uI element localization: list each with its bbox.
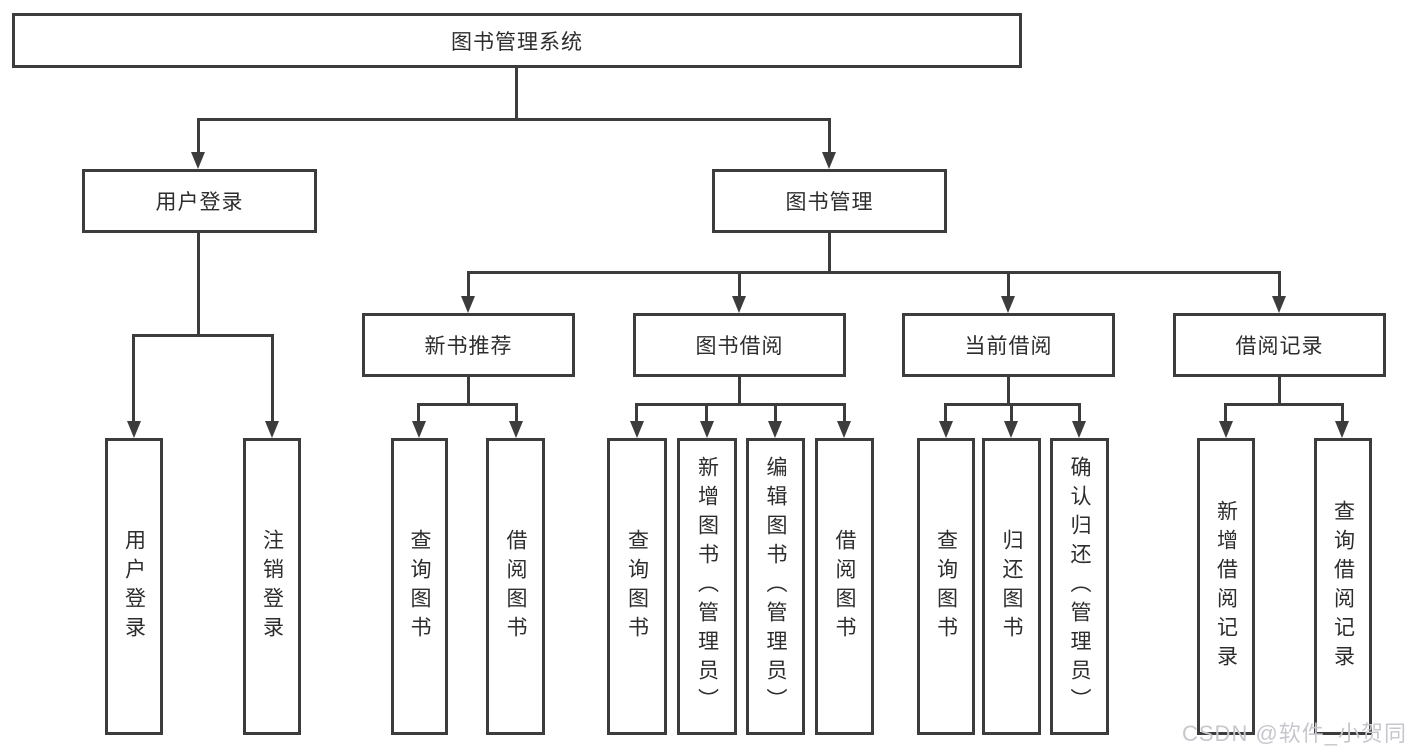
node-leaf-user-login: 用户登录: [105, 438, 163, 735]
connector-line: [944, 406, 947, 421]
arrow-down-icon: [700, 421, 714, 438]
arrow-down-icon: [127, 421, 141, 438]
arrow-down-icon: [1004, 421, 1018, 438]
arrow-down-icon: [630, 421, 644, 438]
connector-line: [705, 406, 708, 421]
node-leaf-edit-book-admin: 编辑图书（管理员）: [746, 438, 805, 735]
node-leaf-query-book-borrow: 查询图书: [607, 438, 667, 735]
node-label: 新增借阅记录: [1214, 499, 1238, 674]
connector-line: [635, 403, 846, 406]
connector-line: [738, 377, 741, 405]
node-leaf-query-borrow-record: 查询借阅记录: [1314, 438, 1372, 735]
arrow-down-icon: [1335, 421, 1349, 438]
node-label: 确认归还（管理员）: [1068, 456, 1091, 717]
arrow-down-icon: [461, 296, 475, 313]
node-label: 注销登录: [260, 528, 284, 645]
connector-line: [197, 233, 200, 337]
connector-line: [1224, 406, 1227, 421]
connector-line: [271, 337, 274, 421]
connector-line: [828, 233, 831, 271]
node-label: 编辑图书（管理员）: [764, 456, 787, 717]
connector-line: [197, 121, 200, 152]
arrow-down-icon: [509, 421, 523, 438]
arrow-down-icon: [822, 152, 836, 169]
connector-line: [132, 334, 274, 337]
node-leaf-return-book: 归还图书: [982, 438, 1041, 735]
node-label: 查询借阅记录: [1331, 499, 1355, 674]
connector-line: [774, 406, 777, 421]
connector-line: [1078, 406, 1081, 421]
node-book-management: 图书管理: [712, 169, 947, 233]
arrow-down-icon: [939, 421, 953, 438]
node-root: 图书管理系统: [12, 13, 1022, 68]
connector-line: [515, 68, 518, 121]
node-label: 用户登录: [122, 528, 146, 645]
node-current-borrow: 当前借阅: [902, 313, 1115, 377]
node-new-book-recommend: 新书推荐: [362, 313, 575, 377]
connector-line: [515, 406, 518, 421]
node-leaf-confirm-return-admin: 确认归还（管理员）: [1050, 438, 1109, 735]
connector-line: [1278, 274, 1281, 296]
arrow-down-icon: [768, 421, 782, 438]
node-label: 查询图书: [408, 528, 431, 645]
node-leaf-query-book-current: 查询图书: [917, 438, 975, 735]
arrow-down-icon: [265, 421, 279, 438]
connector-line: [1007, 274, 1010, 296]
node-leaf-add-book-admin: 新增图书（管理员）: [677, 438, 737, 735]
node-label: 查询图书: [934, 528, 958, 645]
connector-line: [467, 377, 470, 405]
connector-line: [467, 271, 1281, 274]
node-label: 借阅图书: [833, 528, 856, 645]
node-leaf-borrow-book-recommend: 借阅图书: [486, 438, 545, 735]
arrow-down-icon: [1219, 421, 1233, 438]
node-label: 新增图书（管理员）: [695, 456, 719, 717]
node-leaf-query-book-recommend: 查询图书: [391, 438, 448, 735]
connector-line: [132, 337, 135, 421]
arrow-down-icon: [1001, 296, 1015, 313]
connector-line: [1010, 406, 1013, 421]
node-borrow-record: 借阅记录: [1173, 313, 1386, 377]
arrow-down-icon: [1072, 421, 1086, 438]
arrow-down-icon: [837, 421, 851, 438]
arrow-down-icon: [732, 296, 746, 313]
arrow-down-icon: [412, 421, 426, 438]
csdn-watermark: CSDN @软件_小贺同学: [1182, 721, 1405, 746]
connector-line: [843, 406, 846, 421]
connector-line: [1224, 403, 1344, 406]
connector-line: [1007, 377, 1010, 405]
connector-line: [738, 274, 741, 296]
connector-line: [467, 274, 470, 296]
node-label: 借阅图书: [504, 528, 527, 645]
connector-line: [197, 118, 831, 121]
node-leaf-borrow-book: 借阅图书: [815, 438, 874, 735]
arrow-down-icon: [191, 152, 205, 169]
node-leaf-add-borrow-record: 新增借阅记录: [1197, 438, 1255, 735]
node-label: 查询图书: [625, 528, 649, 645]
node-user-login: 用户登录: [82, 169, 317, 233]
connector-line: [1278, 377, 1281, 405]
connector-line: [417, 403, 518, 406]
connector-line: [417, 406, 420, 421]
node-label: 归还图书: [1000, 528, 1023, 645]
arrow-down-icon: [1272, 296, 1286, 313]
connector-line: [1341, 406, 1344, 421]
connector-line: [635, 406, 638, 421]
connector-line: [944, 403, 1081, 406]
node-book-borrow: 图书借阅: [633, 313, 846, 377]
node-leaf-logout-login: 注销登录: [243, 438, 301, 735]
connector-line: [828, 121, 831, 152]
